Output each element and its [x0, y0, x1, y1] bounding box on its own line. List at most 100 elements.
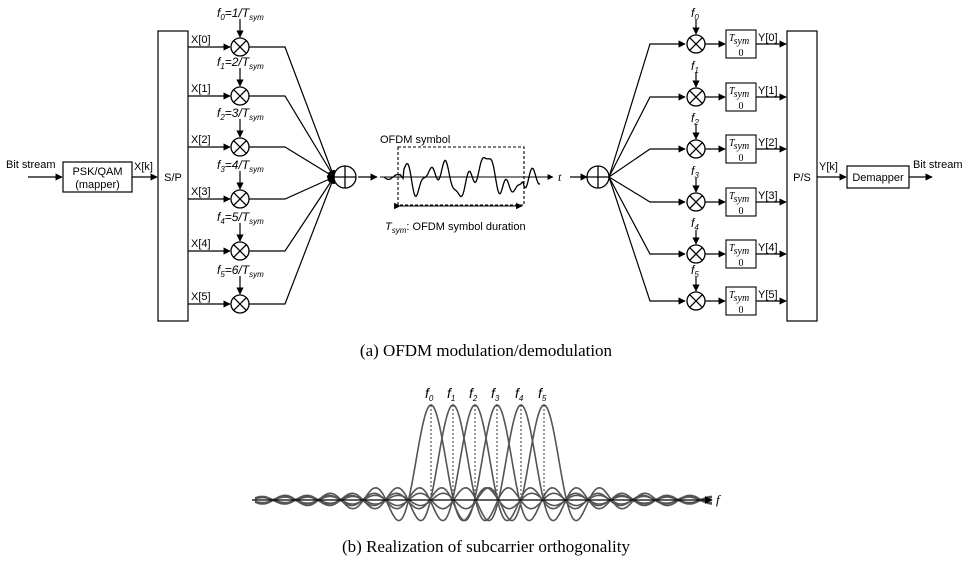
branch-input-label: X[3]	[191, 186, 211, 198]
integrator-upper-label: Tsym	[729, 138, 749, 152]
integrator-lower-label: 0	[739, 206, 744, 217]
ofdm-symbol-label: OFDM symbol	[380, 134, 450, 146]
rx-carrier-label: f0	[691, 6, 699, 22]
mapper-output-label: X[k]	[134, 161, 153, 173]
mapper-label-line1: PSK/QAM	[72, 166, 122, 178]
integrator-box	[725, 239, 757, 269]
frequency-axis-label: f	[716, 492, 722, 507]
subcarrier-peak-label: f0	[425, 385, 434, 403]
carrier-frequency-label: f5=6/Tsym	[217, 263, 264, 279]
carrier-frequency-label: f0=1/Tsym	[217, 6, 264, 22]
subcarrier-peak-label: f2	[469, 385, 478, 403]
tx-frontend	[28, 30, 378, 322]
carrier-frequency-label: f3=4/Tsym	[217, 158, 264, 174]
ps-box	[786, 30, 818, 322]
tx-branch: X[4]f4=5/Tsym	[188, 176, 335, 261]
tx-mixer-icon	[230, 137, 250, 157]
tx-sum-line	[249, 176, 335, 252]
ofdm-symbol-panel: OFDM symbol t Tsym: OFDM symbol duration	[380, 134, 562, 235]
branch-output-label: Y[5]	[758, 289, 778, 301]
tx-sum-line	[249, 176, 336, 305]
integrator-lower-label: 0	[739, 101, 744, 112]
rx-backend	[786, 30, 933, 322]
ofdm-waveform	[383, 156, 541, 198]
carrier-frequency-label: f2=3/Tsym	[217, 106, 264, 122]
integrator-box	[725, 82, 757, 112]
tx-sum-node	[333, 165, 357, 189]
rx-carrier-label: f4	[691, 216, 699, 232]
tx-branch: X[2] f2=3/Tsym	[188, 106, 335, 178]
branch-output-label: Y[2]	[758, 137, 778, 149]
subcarrier-peak-label: f5	[538, 385, 547, 403]
tx-branch: X[1] f1=2/Tsym	[188, 55, 335, 178]
carrier-frequency-label: f1=2/Tsym	[217, 55, 264, 71]
bit-stream-in-label: Bit stream	[6, 159, 56, 171]
branch-output-label: Y[1]	[758, 85, 778, 97]
tx-sum-line	[249, 146, 335, 178]
integrator-box	[725, 187, 757, 217]
sp-label: S/P	[164, 172, 182, 184]
integrator-lower-label: 0	[739, 153, 744, 164]
subcarrier-sinc-curve	[254, 404, 712, 522]
ps-output-label: Y[k]	[819, 161, 838, 173]
rx-mixer-icon	[686, 139, 706, 159]
integrator-lower-label: 0	[739, 258, 744, 269]
tx-branch: X[5] f5=6/Tsym	[188, 176, 336, 314]
integrator-lower-label: 0	[739, 305, 744, 316]
rx-carrier-label: f5	[691, 263, 699, 279]
rx-carrier-label: f1	[691, 59, 699, 75]
branch-output-label: Y[3]	[758, 190, 778, 202]
tx-mixer-icon	[230, 189, 250, 209]
rx-split-line	[608, 40, 686, 178]
branch-output-label: Y[4]	[758, 242, 778, 254]
mapper-label-line2: (mapper)	[75, 179, 120, 191]
integrator-lower-label: 0	[739, 48, 744, 59]
tx-branches: X[0]f0=1/TsymX[1]f1=2/TsymX[2]f2=3/TsymX…	[188, 6, 336, 314]
tx-mixer-icon	[230, 241, 250, 261]
tx-branch: X[3] f3=4/Tsym	[188, 158, 335, 209]
caption-a: (a) OFDM modulation/demodulation	[360, 341, 613, 360]
ps-label: P/S	[793, 172, 811, 184]
rx-split-line	[608, 176, 686, 206]
branch-input-label: X[2]	[191, 134, 211, 146]
rx-mixer-icon	[686, 192, 706, 212]
demapper-label: Demapper	[852, 172, 904, 184]
branch-output-label: Y[0]	[758, 32, 778, 44]
rx-mixer-icon	[686, 87, 706, 107]
integrator-upper-label: Tsym	[729, 86, 749, 100]
rx-sum-node	[586, 165, 610, 189]
tx-sum-line	[249, 176, 335, 200]
rx-carrier-label: f3	[691, 164, 699, 180]
rx-split-line	[608, 176, 686, 305]
tx-sum-line	[249, 95, 335, 178]
rx-split-line	[608, 93, 686, 178]
tx-branch: X[0] f0=1/Tsym	[188, 6, 336, 178]
rx-mixer-icon	[686, 34, 706, 54]
integrator-upper-label: Tsym	[729, 33, 749, 47]
symbol-duration-label: Tsym: OFDM symbol duration	[385, 221, 526, 235]
branch-input-label: X[1]	[191, 83, 211, 95]
branch-input-label: X[5]	[191, 291, 211, 303]
branch-input-label: X[0]	[191, 34, 211, 46]
tx-sum-line	[249, 46, 336, 178]
integrator-upper-label: Tsym	[729, 290, 749, 304]
integrator-upper-label: Tsym	[729, 191, 749, 205]
subcarrier-peak-label: f4	[515, 385, 524, 403]
tx-mixer-icon	[230, 37, 250, 57]
subcarrier-peak-label: f1	[447, 385, 455, 403]
tx-mixer-icon	[230, 86, 250, 106]
tx-mixer-icon	[230, 294, 250, 314]
subcarrier-sinc-curve	[254, 404, 713, 522]
rx-split-line	[608, 145, 686, 178]
integrator-box	[725, 134, 757, 164]
rx-mixer-icon	[686, 291, 706, 311]
integrator-upper-label: Tsym	[729, 243, 749, 257]
